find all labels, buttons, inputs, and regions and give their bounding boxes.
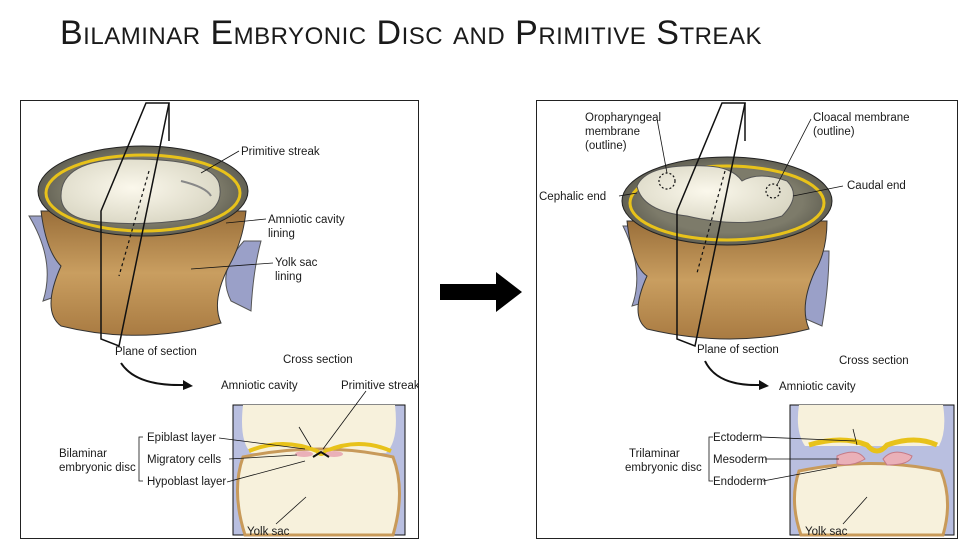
yolk-sac-region [235,447,401,537]
label-caudal-end: Caudal end [847,180,906,192]
label-mesoderm: Mesoderm [713,454,767,466]
amniotic-cavity-region [242,405,396,453]
label-ectoderm: Ectoderm [713,432,762,444]
label-plane-of-section: Plane of section [697,344,779,356]
label-yolk-sac-lining-2: lining [275,271,302,283]
label-bilaminar-2: embryonic disc [59,462,136,474]
section-dashed-line [118,170,150,277]
label-cross-section: Cross section [283,354,353,366]
label-yolk-sac-lining-1: Yolk sac [275,257,318,269]
label-endoderm: Endoderm [713,476,766,488]
primitive-streak-groove [180,180,212,197]
bilaminar-panel: Primitive streak Amniotic cavity lining … [20,100,420,539]
label-primitive-streak: Primitive streak [241,146,320,158]
label-yolk-sac: Yolk sac [247,526,290,538]
label-trilaminar-2: embryonic disc [625,462,702,474]
label-cross-section: Cross section [839,355,909,367]
cloacal-outline [765,183,781,199]
label-migratory-cells: Migratory cells [147,454,221,466]
label-primitive-streak-cs: Primitive streak [341,380,418,392]
trilaminar-illustration: Oropharyngeal membrane (outline) Cloacal… [539,102,955,538]
label-oropharyngeal-3: (outline) [585,140,627,152]
label-yolk-sac: Yolk sac [805,526,848,538]
label-hypoblast: Hypoblast layer [147,476,226,488]
trilaminar-panel: Oropharyngeal membrane (outline) Cloacal… [536,100,958,539]
label-cloacal-2: (outline) [813,126,855,138]
bilaminar-illustration: Primitive streak Amniotic cavity lining … [28,102,420,538]
label-cloacal-1: Cloacal membrane [813,112,910,124]
label-bilaminar-1: Bilaminar [59,448,107,460]
label-epiblast: Epiblast layer [147,432,216,444]
section-plane [100,102,170,348]
slide-title: Bilaminar Embryonic Disc and Primitive S… [60,14,762,52]
arrow-right-icon [440,272,522,312]
label-oropharyngeal-2: membrane [585,126,640,138]
label-amniotic-lining-2: lining [268,228,295,240]
label-cephalic-end: Cephalic end [539,191,606,203]
yolk-sac-body [40,210,247,336]
embryonic-disc [636,165,794,223]
label-oropharyngeal-1: Oropharyngeal [585,112,661,124]
label-amniotic-cavity: Amniotic cavity [779,381,856,393]
label-plane-of-section: Plane of section [115,346,197,358]
embryonic-disc [60,158,221,225]
label-amniotic-cavity: Amniotic cavity [221,380,298,392]
label-trilaminar-1: Trilaminar [629,448,680,460]
epiblast-line [248,442,392,456]
label-amniotic-lining-1: Amniotic cavity [268,214,345,226]
